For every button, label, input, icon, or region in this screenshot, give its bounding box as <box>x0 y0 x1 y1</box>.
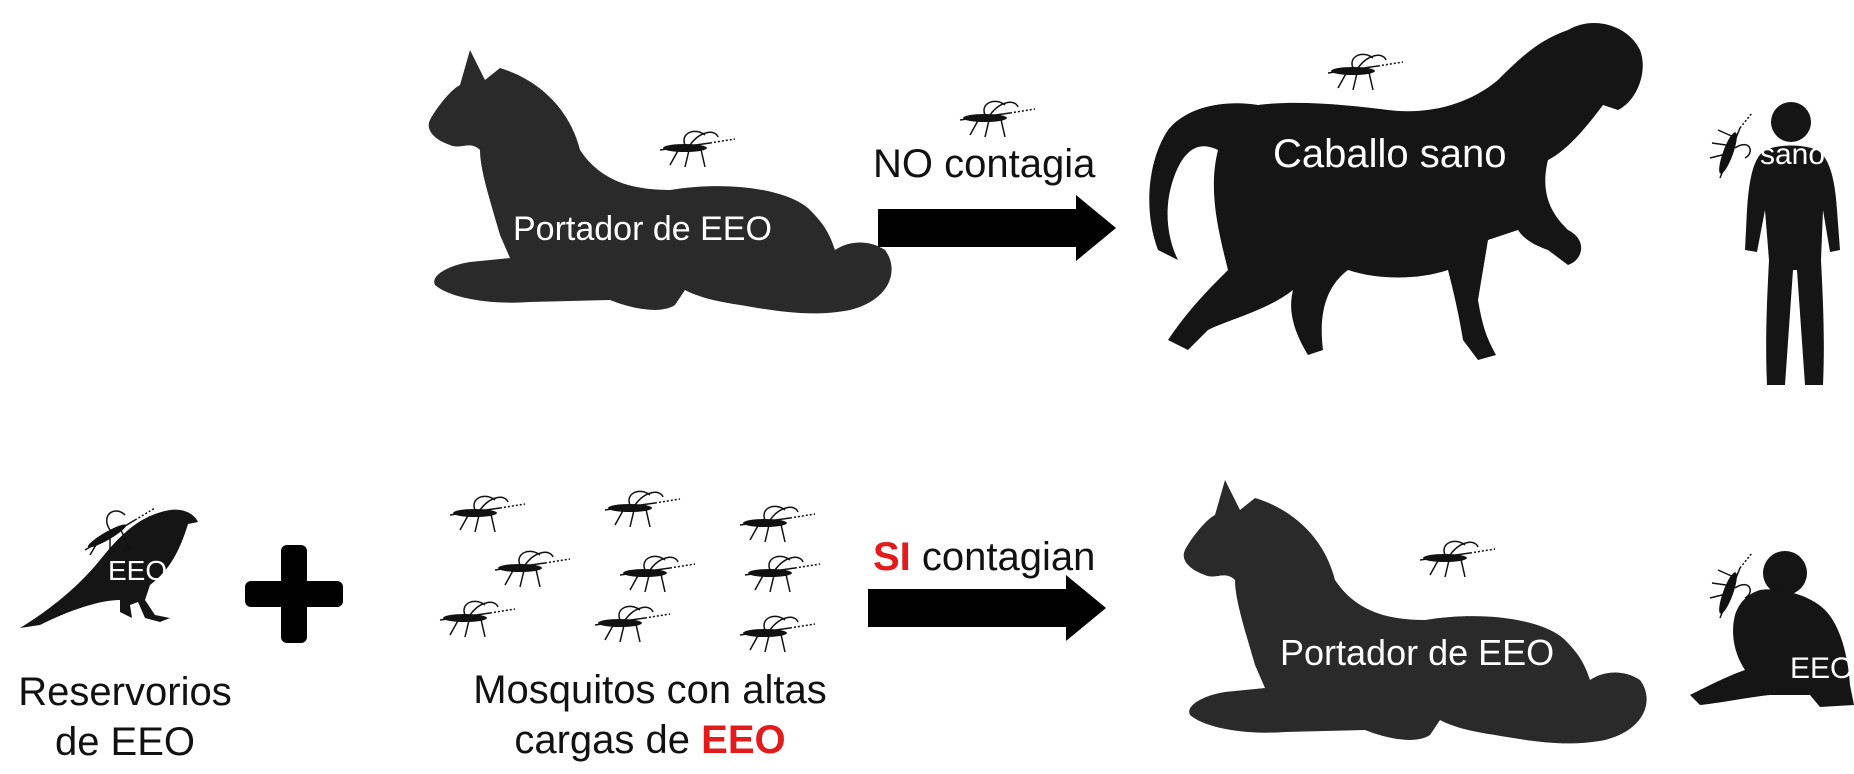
reservoir-label-line1: Reservorios <box>18 670 232 714</box>
mosquitos-label-line2-highlight: EEO <box>701 718 786 762</box>
person-sitting-icon <box>1690 551 1854 707</box>
plus-icon <box>245 545 343 643</box>
mosquito-icon <box>75 500 165 556</box>
horse-lying-icon <box>1183 480 1647 744</box>
reservoir-label-line2: de EEO <box>54 720 196 764</box>
arrow-label-top: NO contagia <box>873 142 1096 186</box>
sick-person-label: EEO <box>1790 652 1854 685</box>
mosquito-icon <box>430 595 520 645</box>
mosquito-icon <box>595 485 685 535</box>
mosquito-icon <box>1410 535 1500 580</box>
mosquito-icon <box>730 610 820 660</box>
mosquito-swarm <box>430 480 850 653</box>
mosquito-icon <box>1700 548 1760 628</box>
horse-standing-icon <box>1149 22 1643 360</box>
arrow-label-bottom-highlight: SI <box>873 535 911 579</box>
mosquito-icon <box>730 500 820 550</box>
horse-lying-icon <box>428 50 892 314</box>
arrow-right-icon <box>878 195 1116 261</box>
mosquito-icon <box>485 545 575 595</box>
mosquito-icon <box>585 600 675 650</box>
carrier-label-top: Portador de EEO <box>513 210 772 248</box>
mosquito-icon <box>1700 108 1760 188</box>
mosquitos-label-line1: Mosquitos con altas <box>473 668 827 712</box>
mosquitos-label-line2: cargas de EEO <box>440 718 860 763</box>
mosquito-icon <box>735 550 825 600</box>
bird-label: EEO <box>108 555 168 586</box>
healthy-horse-label: Caballo sano <box>1273 132 1507 176</box>
mosquito-icon <box>650 125 740 170</box>
mosquito-icon <box>950 95 1040 140</box>
carrier-label-bottom: Portador de EEO <box>1280 632 1555 673</box>
mosquito-icon <box>440 490 530 540</box>
healthy-person-label: sano <box>1760 138 1826 171</box>
arrow-label-bottom-rest: contagian <box>910 535 1096 579</box>
arrow-right-icon <box>868 575 1106 641</box>
mosquito-icon <box>610 550 700 600</box>
mosquitos-label-line2-prefix: cargas de <box>514 718 702 762</box>
arrow-label-bottom: SI contagian <box>873 535 1095 580</box>
person-standing-icon <box>1745 102 1840 385</box>
mosquito-icon <box>1318 48 1408 93</box>
bird-icon <box>20 509 198 628</box>
